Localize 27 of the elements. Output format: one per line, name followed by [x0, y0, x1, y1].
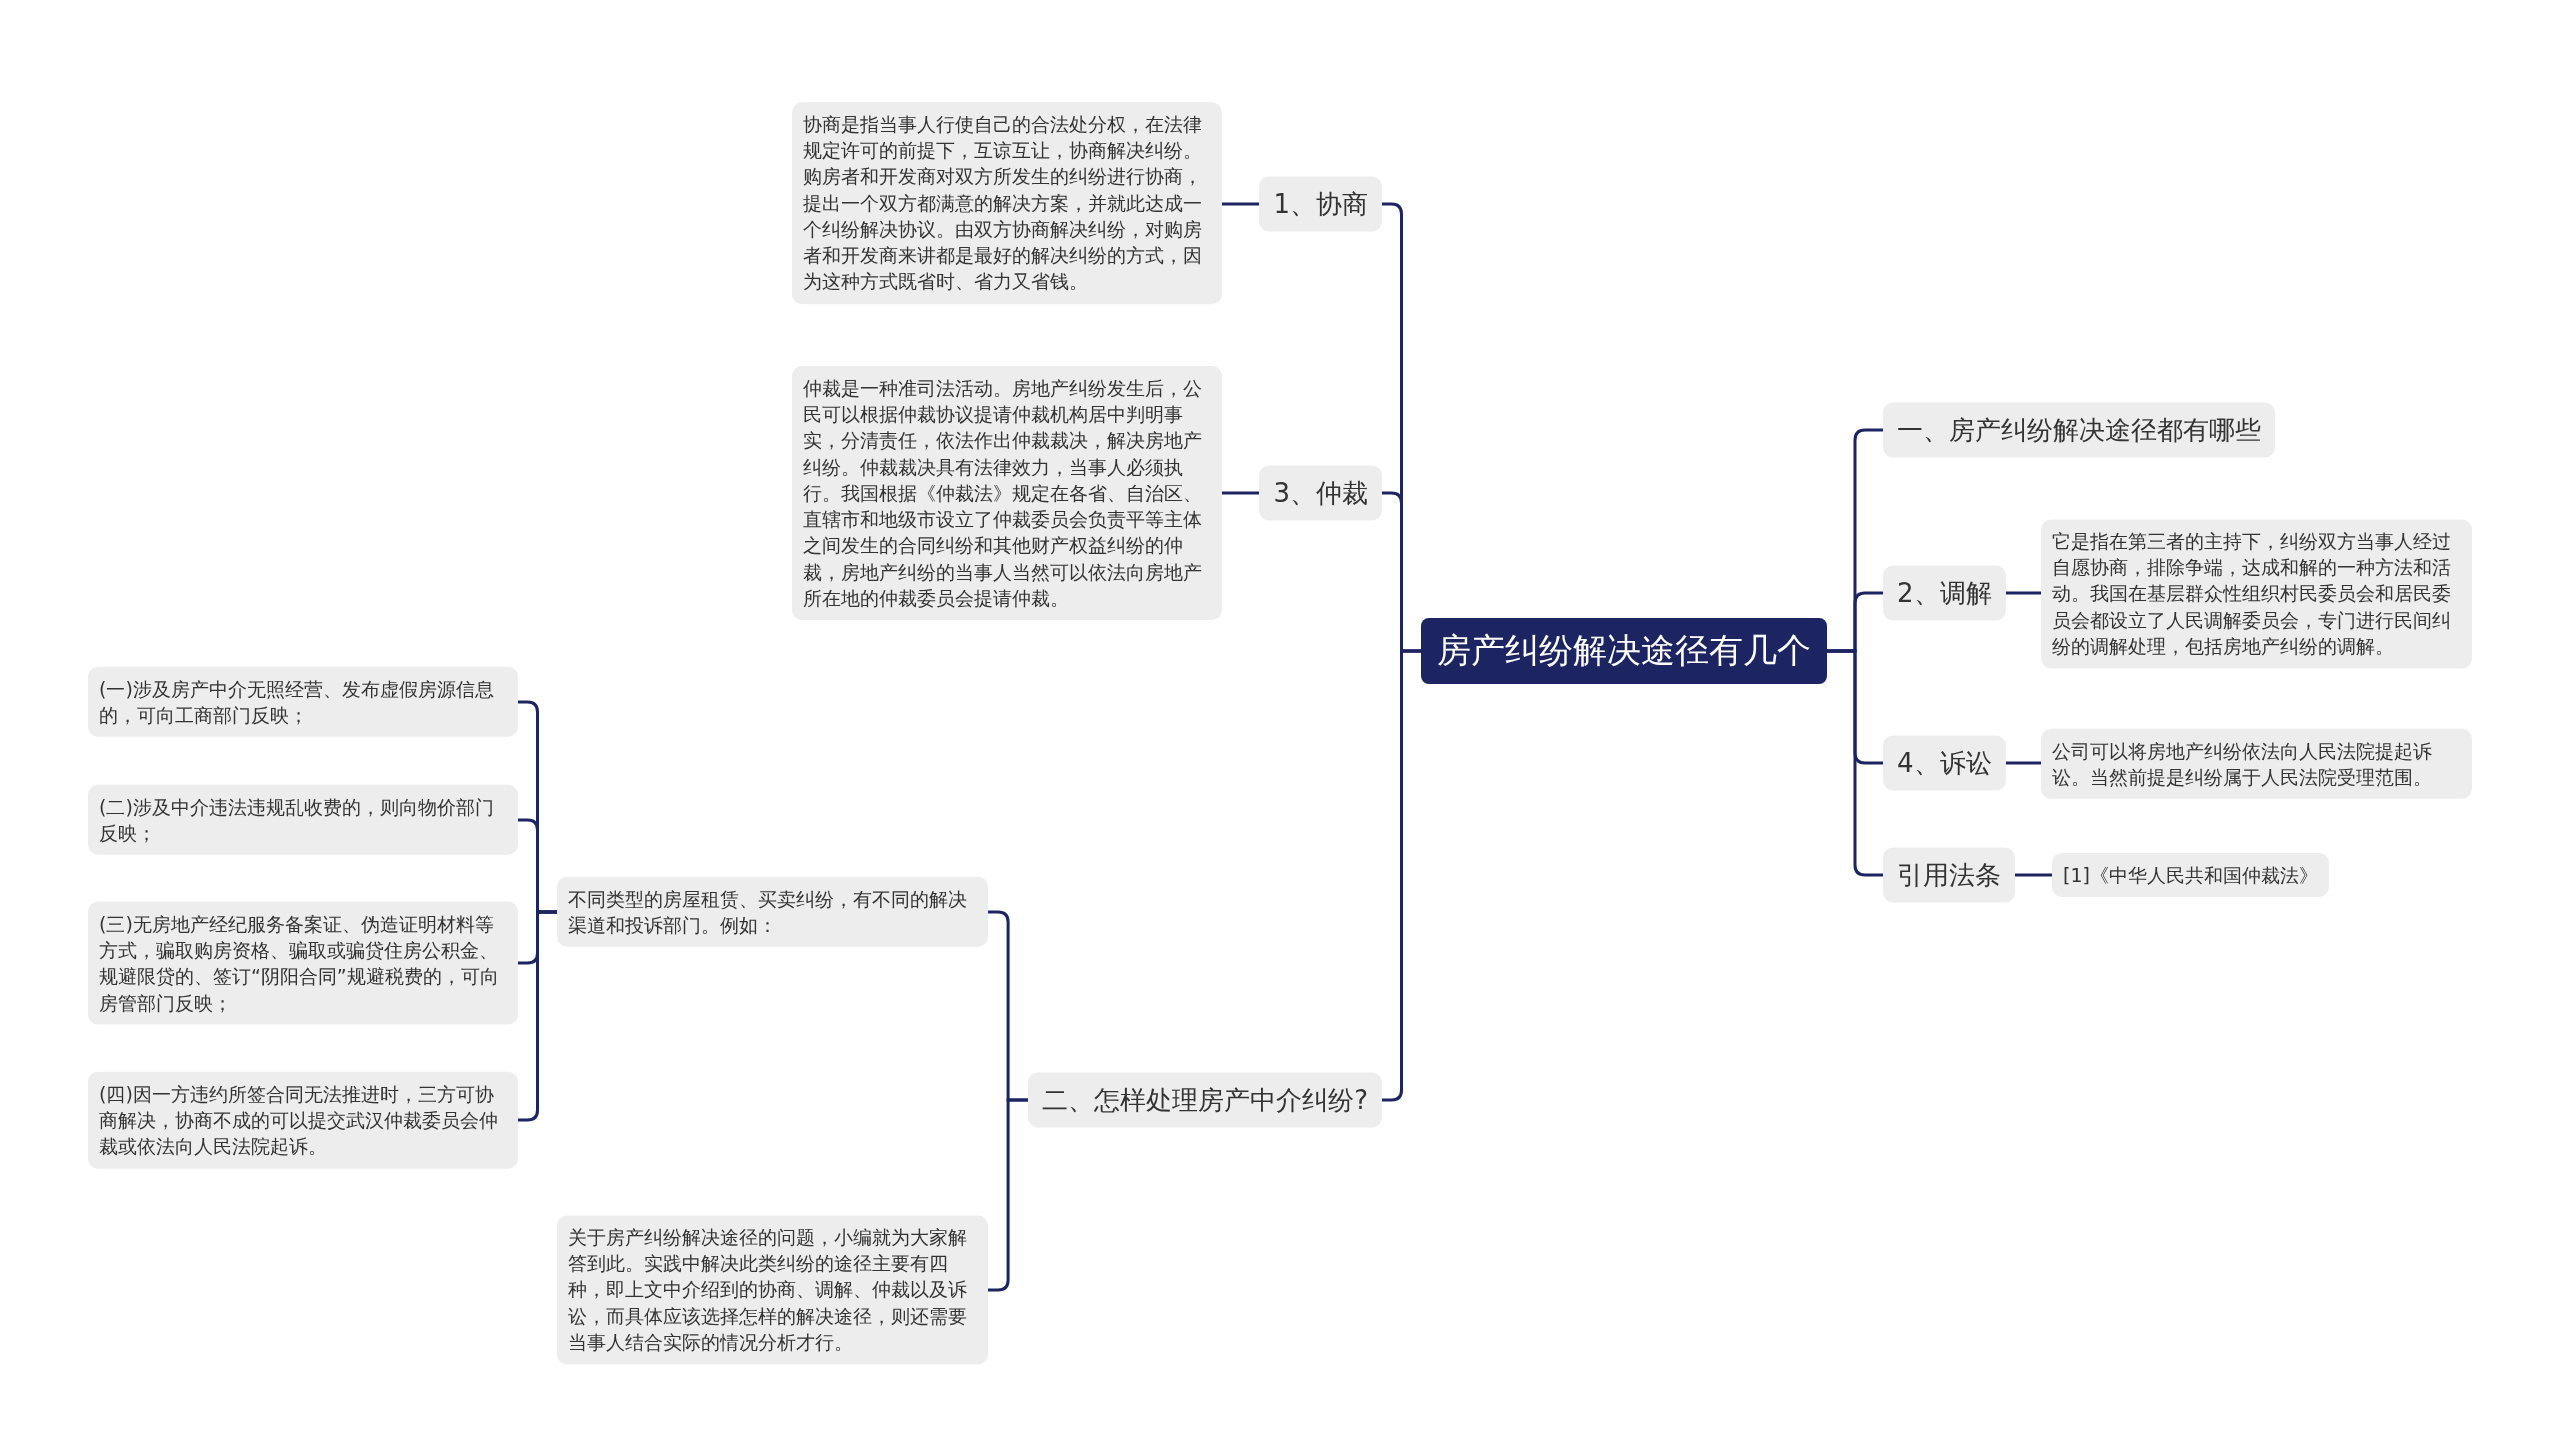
connector-line	[1382, 649, 1421, 1102]
note-box: 关于房产纠纷解决途径的问题，小编就为大家解答到此。实践中解决此类纠纷的途径主要有四种，即上文中介绍到的协商、调解、仲裁以及诉讼，而具体应该选择怎样的解决途径，则还需要当事人结合实际的情况分析才行。	[557, 1215, 988, 1365]
connector-line	[1222, 202, 1260, 206]
connector-line	[2005, 761, 2041, 765]
note-box: (四)因一方违约所签合同无法推进时，三方可协商解决，协商不成的可以提交武汉仲裁委员会仲裁或依法向人民法院起诉。	[88, 1071, 518, 1169]
note-box: (三)无房地产经纪服务备案证、伪造证明材料等方式，骗取购房资格、骗取或骗贷住房公积金、规避限贷的、签订“阴阳合同”规避税费的，可向房管部门反映；	[88, 901, 518, 1025]
topic-box: 引用法条	[1883, 847, 2015, 903]
connector-line	[518, 910, 557, 1122]
topic-box: 一、房产纠纷解决途径都有哪些	[1883, 402, 2275, 458]
note-box: 公司可以将房地产纠纷依法向人民法院提起诉讼。当然前提是纠纷属于人民法院受理范围。	[2041, 728, 2472, 800]
topic-box: 2、调解	[1883, 565, 2006, 621]
topic-box: 4、诉讼	[1883, 735, 2006, 791]
topic-box: 二、怎样处理房产中介纠纷?	[1028, 1072, 1382, 1128]
note-box: (二)涉及中介违法违规乱收费的，则向物价部门反映；	[88, 784, 518, 856]
note-box: [1]《中华人民共和国仲裁法》	[2052, 852, 2329, 898]
connector-line	[988, 1098, 1029, 1292]
note-box: 协商是指当事人行使自己的合法处分权，在法律规定许可的前提下，互谅互让，协商解决纠纷。购房者和开发商对双方所发生的纠纷进行协商，提出一个双方都满意的解决方案，并就此达成一个纠纷解决协议。由双方协商解决纠纷，对购房者和开发商来讲都是最好的解决纠纷的方式，因为这种方式既省时、省力又省钱。	[792, 102, 1222, 304]
connector-line	[2015, 873, 2052, 877]
topic-box: 3、仲裁	[1259, 465, 1382, 521]
note-box: 仲裁是一种准司法活动。房地产纠纷发生后，公民可以根据仲裁协议提请仲裁机构居中判明事实，分清责任，依法作出仲裁裁决，解决房地产纠纷。仲裁裁决具有法律效力，当事人必须执行。我国根据《仲裁法》规定在各省、自治区、直辖市和地级市设立了仲裁委员会负责平等主体之间发生的合同纠纷和其他财产权益纠纷的仲裁，房地产纠纷的当事人当然可以依法向房地产所在地的仲裁委员会提请仲裁。	[792, 366, 1222, 620]
central-topic: 房产纠纷解决途径有几个	[1421, 618, 1827, 684]
topic-box: 1、协商	[1259, 176, 1382, 232]
note-box: (一)涉及房产中介无照经营、发布虚假房源信息的，可向工商部门反映；	[88, 666, 518, 738]
connector-line	[2005, 591, 2041, 595]
note-box: 它是指在第三者的主持下，纠纷双方当事人经过自愿协商，排除争端，达成和解的一种方法和活动。我国在基层群众性组织村民委员会和居民委员会都设立了人民调解委员会，专门进行民间纠纷的调解处理，包括房地产纠纷的调解。	[2041, 519, 2472, 669]
connector-line	[1222, 491, 1260, 495]
note-box: 不同类型的房屋租赁、买卖纠纷，有不同的解决渠道和投诉部门。例如：	[557, 876, 988, 948]
